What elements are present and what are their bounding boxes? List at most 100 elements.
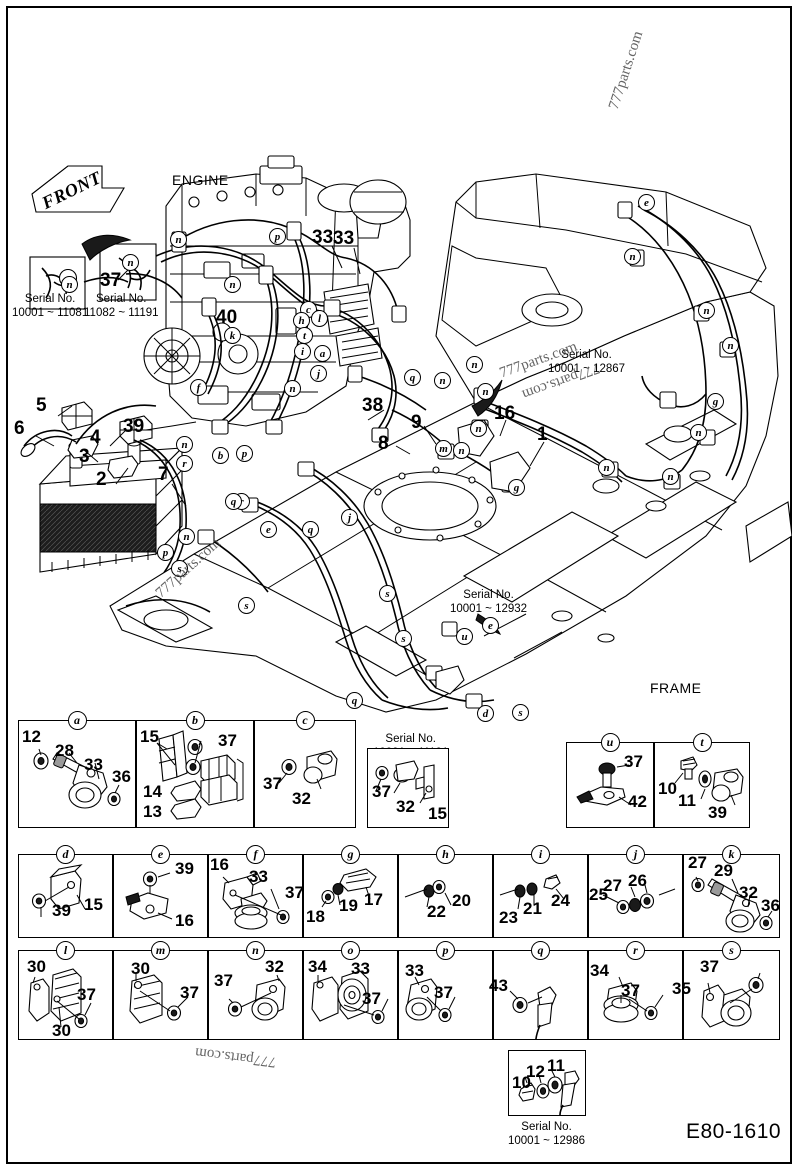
- detail-bubble-n[interactable]: n: [477, 383, 494, 400]
- panel-bottom-serial-12986[interactable]: [508, 1050, 586, 1116]
- panel-k[interactable]: [683, 854, 780, 938]
- panel-a[interactable]: [18, 720, 136, 828]
- detail-bubble-n[interactable]: n: [466, 356, 483, 373]
- panel-f[interactable]: [208, 854, 303, 938]
- detail-bubble-g[interactable]: g: [707, 393, 724, 410]
- detail-bubble-t[interactable]: t: [296, 327, 313, 344]
- detail-bubble-u[interactable]: u: [456, 628, 473, 645]
- panel-tag-f[interactable]: f: [246, 844, 265, 864]
- detail-bubble-a[interactable]: a: [314, 345, 331, 362]
- detail-bubble-g[interactable]: g: [508, 479, 525, 496]
- panel-tag-o[interactable]: o: [341, 940, 360, 960]
- panel-tag-p[interactable]: p: [436, 940, 455, 960]
- panel-j[interactable]: [588, 854, 683, 938]
- detail-bubble-q[interactable]: q: [346, 692, 363, 709]
- detail-bubble-n[interactable]: n: [178, 528, 195, 545]
- panel-tag-r[interactable]: r: [626, 940, 645, 960]
- serial-note: Serial No.10001 ~ 12932: [450, 588, 527, 617]
- detail-bubble-n[interactable]: n: [170, 231, 187, 248]
- detail-bubble-l[interactable]: l: [311, 310, 328, 327]
- callout-number: 37: [100, 270, 122, 291]
- detail-bubble-q[interactable]: q: [404, 369, 421, 386]
- detail-bubble-k[interactable]: k: [224, 327, 241, 344]
- panel-tag-l[interactable]: l: [56, 940, 75, 960]
- panel-serial-line2: 10001 ~ 12986: [508, 1135, 586, 1148]
- detail-bubble-j[interactable]: j: [341, 509, 358, 526]
- panel-tag-d[interactable]: d: [56, 844, 75, 864]
- detail-bubble-e[interactable]: e: [638, 194, 655, 211]
- panel-tag-u[interactable]: u: [600, 732, 620, 752]
- detail-bubble-n[interactable]: n: [176, 436, 193, 453]
- detail-bubble-r[interactable]: r: [176, 455, 193, 472]
- panel-tag-i[interactable]: i: [531, 844, 550, 864]
- detail-bubble-n[interactable]: n: [598, 459, 615, 476]
- detail-bubble-p[interactable]: p: [236, 445, 253, 462]
- panel-t[interactable]: [654, 742, 750, 828]
- panel-b-art: [156, 730, 244, 820]
- detail-bubble-n[interactable]: n: [690, 424, 707, 441]
- panel-l[interactable]: [18, 950, 113, 1040]
- detail-bubble-p[interactable]: p: [269, 228, 286, 245]
- detail-bubble-s[interactable]: s: [171, 560, 188, 577]
- panel-g[interactable]: [303, 854, 398, 938]
- panel-p[interactable]: [398, 950, 493, 1040]
- detail-bubble-e[interactable]: e: [260, 521, 277, 538]
- detail-bubble-p[interactable]: p: [157, 544, 174, 561]
- panel-e[interactable]: [113, 854, 208, 938]
- panel-d[interactable]: [18, 854, 113, 938]
- panel-tag-t[interactable]: t: [692, 732, 712, 752]
- detail-bubble-b[interactable]: b: [212, 447, 229, 464]
- detail-bubble-h[interactable]: h: [293, 312, 310, 329]
- panel-o[interactable]: [303, 950, 398, 1040]
- part-number: 37: [263, 774, 282, 793]
- detail-bubble-q[interactable]: q: [302, 521, 319, 538]
- detail-bubble-n[interactable]: n: [453, 442, 470, 459]
- detail-bubble-d[interactable]: d: [477, 705, 494, 722]
- detail-bubble-s[interactable]: s: [512, 704, 529, 721]
- detail-bubble-n[interactable]: n: [662, 468, 679, 485]
- detail-bubble-n[interactable]: n: [434, 372, 451, 389]
- panel-c[interactable]: [254, 720, 356, 828]
- detail-bubble-j[interactable]: j: [310, 365, 327, 382]
- panel-tag-k[interactable]: k: [722, 844, 741, 864]
- panel-u[interactable]: [566, 742, 654, 828]
- panel-b[interactable]: [136, 720, 254, 828]
- panel-r[interactable]: [588, 950, 683, 1040]
- detail-bubble-s[interactable]: s: [395, 630, 412, 647]
- panel-tag-e[interactable]: e: [151, 844, 170, 864]
- detail-bubble-n[interactable]: n: [61, 276, 78, 293]
- part-number: 13: [143, 802, 162, 821]
- detail-bubble-f[interactable]: f: [190, 379, 207, 396]
- detail-bubble-n[interactable]: n: [470, 420, 487, 437]
- panel-h[interactable]: [398, 854, 493, 938]
- detail-bubble-m[interactable]: m: [435, 440, 452, 457]
- detail-bubble-i[interactable]: i: [294, 343, 311, 360]
- detail-bubble-q[interactable]: q: [225, 493, 242, 510]
- detail-bubble-n[interactable]: n: [284, 380, 301, 397]
- panel-tag-b[interactable]: b: [185, 710, 205, 730]
- panel-s[interactable]: [683, 950, 780, 1040]
- panel-tag-s[interactable]: s: [722, 940, 741, 960]
- detail-bubble-n[interactable]: n: [722, 337, 739, 354]
- panel-tag-a[interactable]: a: [67, 710, 87, 730]
- panel-tag-n[interactable]: n: [246, 940, 265, 960]
- panel-tag-h[interactable]: h: [436, 844, 455, 864]
- panel-tag-j[interactable]: j: [626, 844, 645, 864]
- panel-tag-c[interactable]: c: [295, 710, 315, 730]
- detail-bubble-n[interactable]: n: [624, 248, 641, 265]
- detail-bubble-e[interactable]: e: [482, 617, 499, 634]
- panel-q[interactable]: [493, 950, 588, 1040]
- part-number: 37: [285, 883, 304, 902]
- panel-n[interactable]: [208, 950, 303, 1040]
- detail-bubble-n[interactable]: n: [122, 254, 139, 271]
- panel-tag-g[interactable]: g: [341, 844, 360, 864]
- detail-bubble-n[interactable]: n: [224, 276, 241, 293]
- panel-serial-11191[interactable]: [367, 748, 449, 828]
- panel-m[interactable]: [113, 950, 208, 1040]
- detail-bubble-s[interactable]: s: [238, 597, 255, 614]
- detail-bubble-s[interactable]: s: [379, 585, 396, 602]
- detail-bubble-n[interactable]: n: [698, 302, 715, 319]
- panel-tag-m[interactable]: m: [151, 940, 170, 960]
- panel-tag-q[interactable]: q: [531, 940, 550, 960]
- callout-number: 38: [362, 395, 384, 416]
